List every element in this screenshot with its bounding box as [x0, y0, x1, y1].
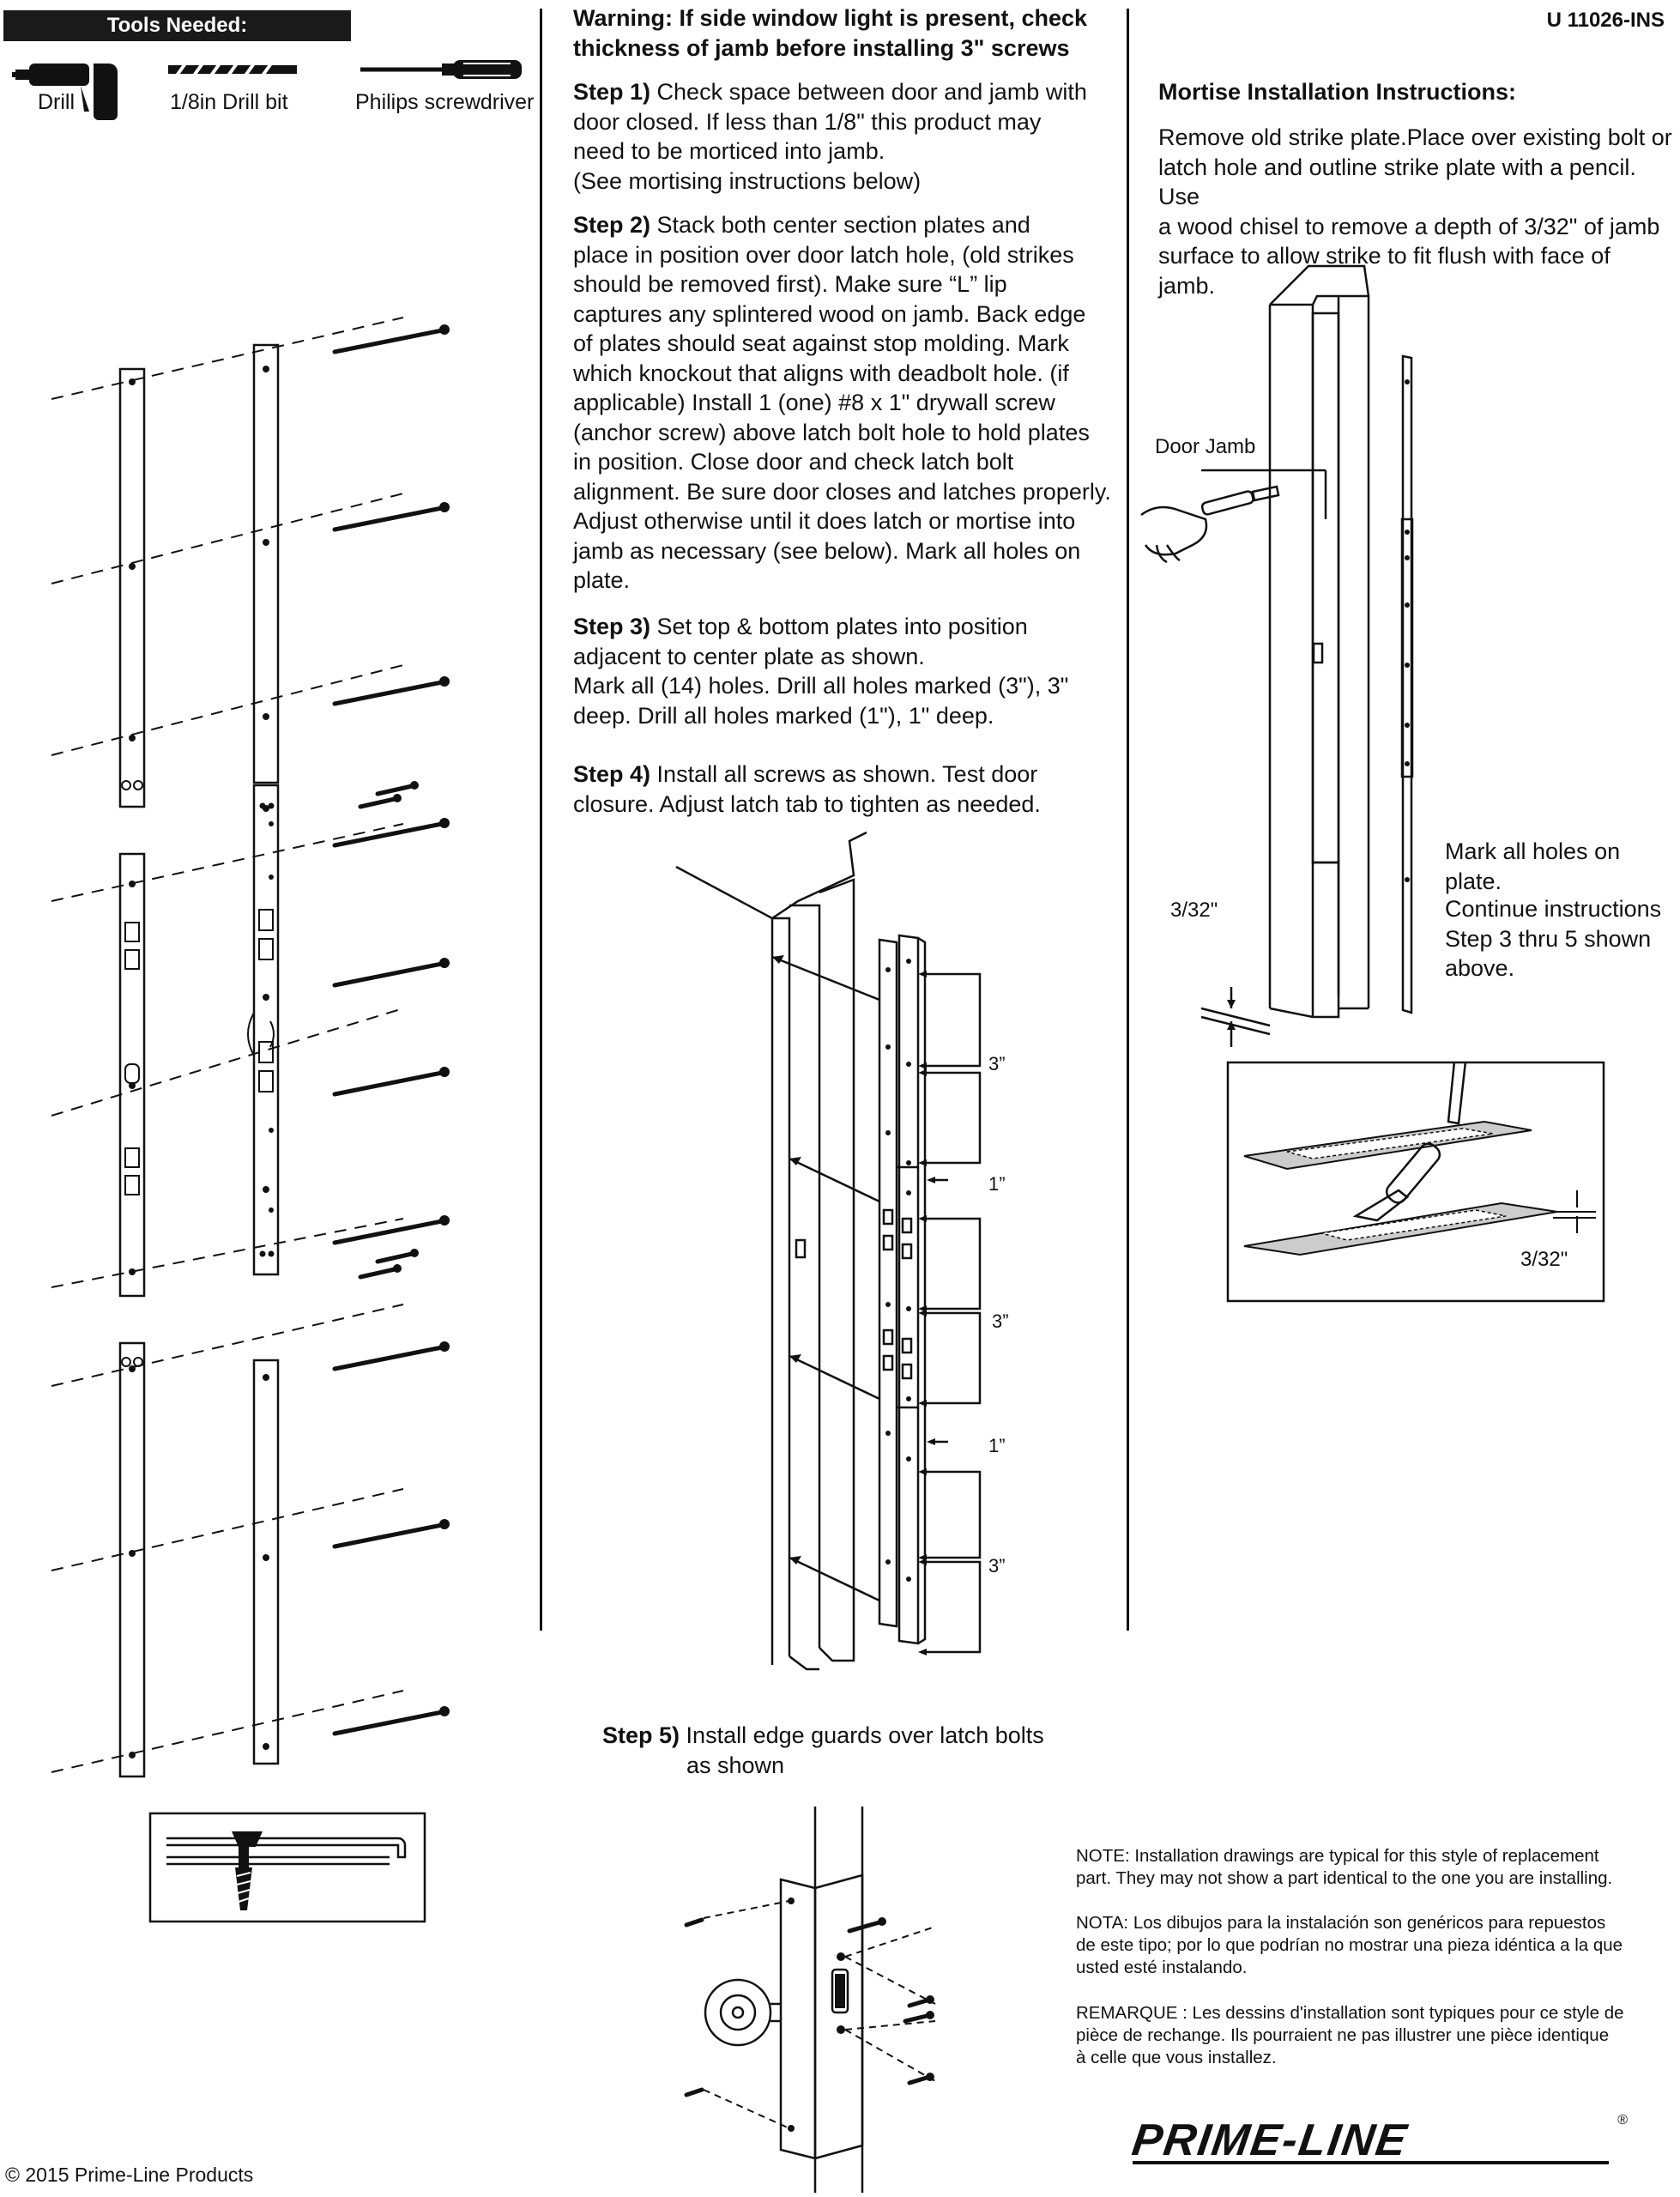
mortise-title: Mortise Installation Instructions: [1158, 79, 1517, 105]
step-1: Step 1) Check space between door and jam… [573, 79, 1087, 194]
step-5: Step 5) Install edge guards over latch b… [602, 1722, 1044, 1778]
step-3-label: Step 3) [573, 614, 651, 639]
tool-label-screwdriver: Philips screwdriver [355, 90, 535, 114]
dim-label-3in-c: 3” [988, 1555, 1006, 1577]
note-english: NOTE: Installation drawings are typical … [1076, 1846, 1613, 1888]
mark-all-holes-note: Mark all holes on plate. [1445, 838, 1621, 894]
door-jamb-label: Door Jamb [1155, 435, 1256, 458]
strike-plates-exploded-diagram [51, 317, 450, 1778]
warning-text: Warning: If side window light is present… [573, 5, 1088, 61]
chisel-mortise-inset [1226, 1061, 1605, 1303]
edge-guard-diagram [684, 1807, 936, 2193]
step-5-label: Step 5) [602, 1722, 680, 1748]
note-french: REMARQUE : Les dessins d'installation so… [1076, 2003, 1624, 2067]
depth-label-main: 3/32" [1170, 899, 1218, 922]
drill-bit-icon [168, 62, 297, 77]
door-jamb-mortise-diagram [1140, 264, 1414, 1047]
dim-label-1in-b: 1” [988, 1435, 1006, 1456]
prime-line-logo: PRIME-LINE ® [1129, 2113, 1628, 2165]
tool-label-drill-bit: 1/8in Drill bit [170, 90, 288, 114]
mortise-instructions: Remove old strike plate.Place over exist… [1158, 124, 1672, 299]
tool-label-drill: Drill [38, 90, 76, 114]
continue-instructions-note: Continue instructions Step 3 thru 5 show… [1445, 896, 1662, 981]
step-4: Step 4) Install all screws as shown. Tes… [573, 761, 1041, 817]
note-spanish: NOTA: Los dibujos para la instalación so… [1076, 1913, 1623, 1977]
screw-cross-section-inset [148, 1812, 426, 1923]
step-1-label: Step 1) [573, 79, 651, 105]
drill-icon [12, 64, 118, 120]
step-3: Step 3) Set top & bottom plates into pos… [573, 614, 1069, 729]
step-4-label: Step 4) [573, 761, 651, 787]
brand-name: PRIME-LINE [1128, 2115, 1411, 2165]
tools-needed-header: Tools Needed: [3, 10, 351, 41]
dim-label-3in-b: 3” [992, 1310, 1009, 1332]
copyright: © 2015 Prime-Line Products [5, 2164, 254, 2186]
step-2: Step 2) Stack both center section plates… [573, 212, 1111, 593]
registered-mark-icon: ® [1617, 2113, 1628, 2127]
document-code: U 11026-INS [1546, 9, 1665, 32]
step-2-label: Step 2) [573, 212, 651, 238]
screwdriver-icon [360, 60, 522, 79]
column-divider-left [540, 9, 542, 1631]
dim-label-1in-a: 1” [988, 1173, 1006, 1195]
dim-label-3in-a: 3” [988, 1053, 1006, 1074]
door-edge-install-diagram [675, 831, 982, 1671]
depth-label-inset: 3/32" [1520, 1248, 1568, 1271]
column-divider-right [1127, 9, 1129, 1631]
